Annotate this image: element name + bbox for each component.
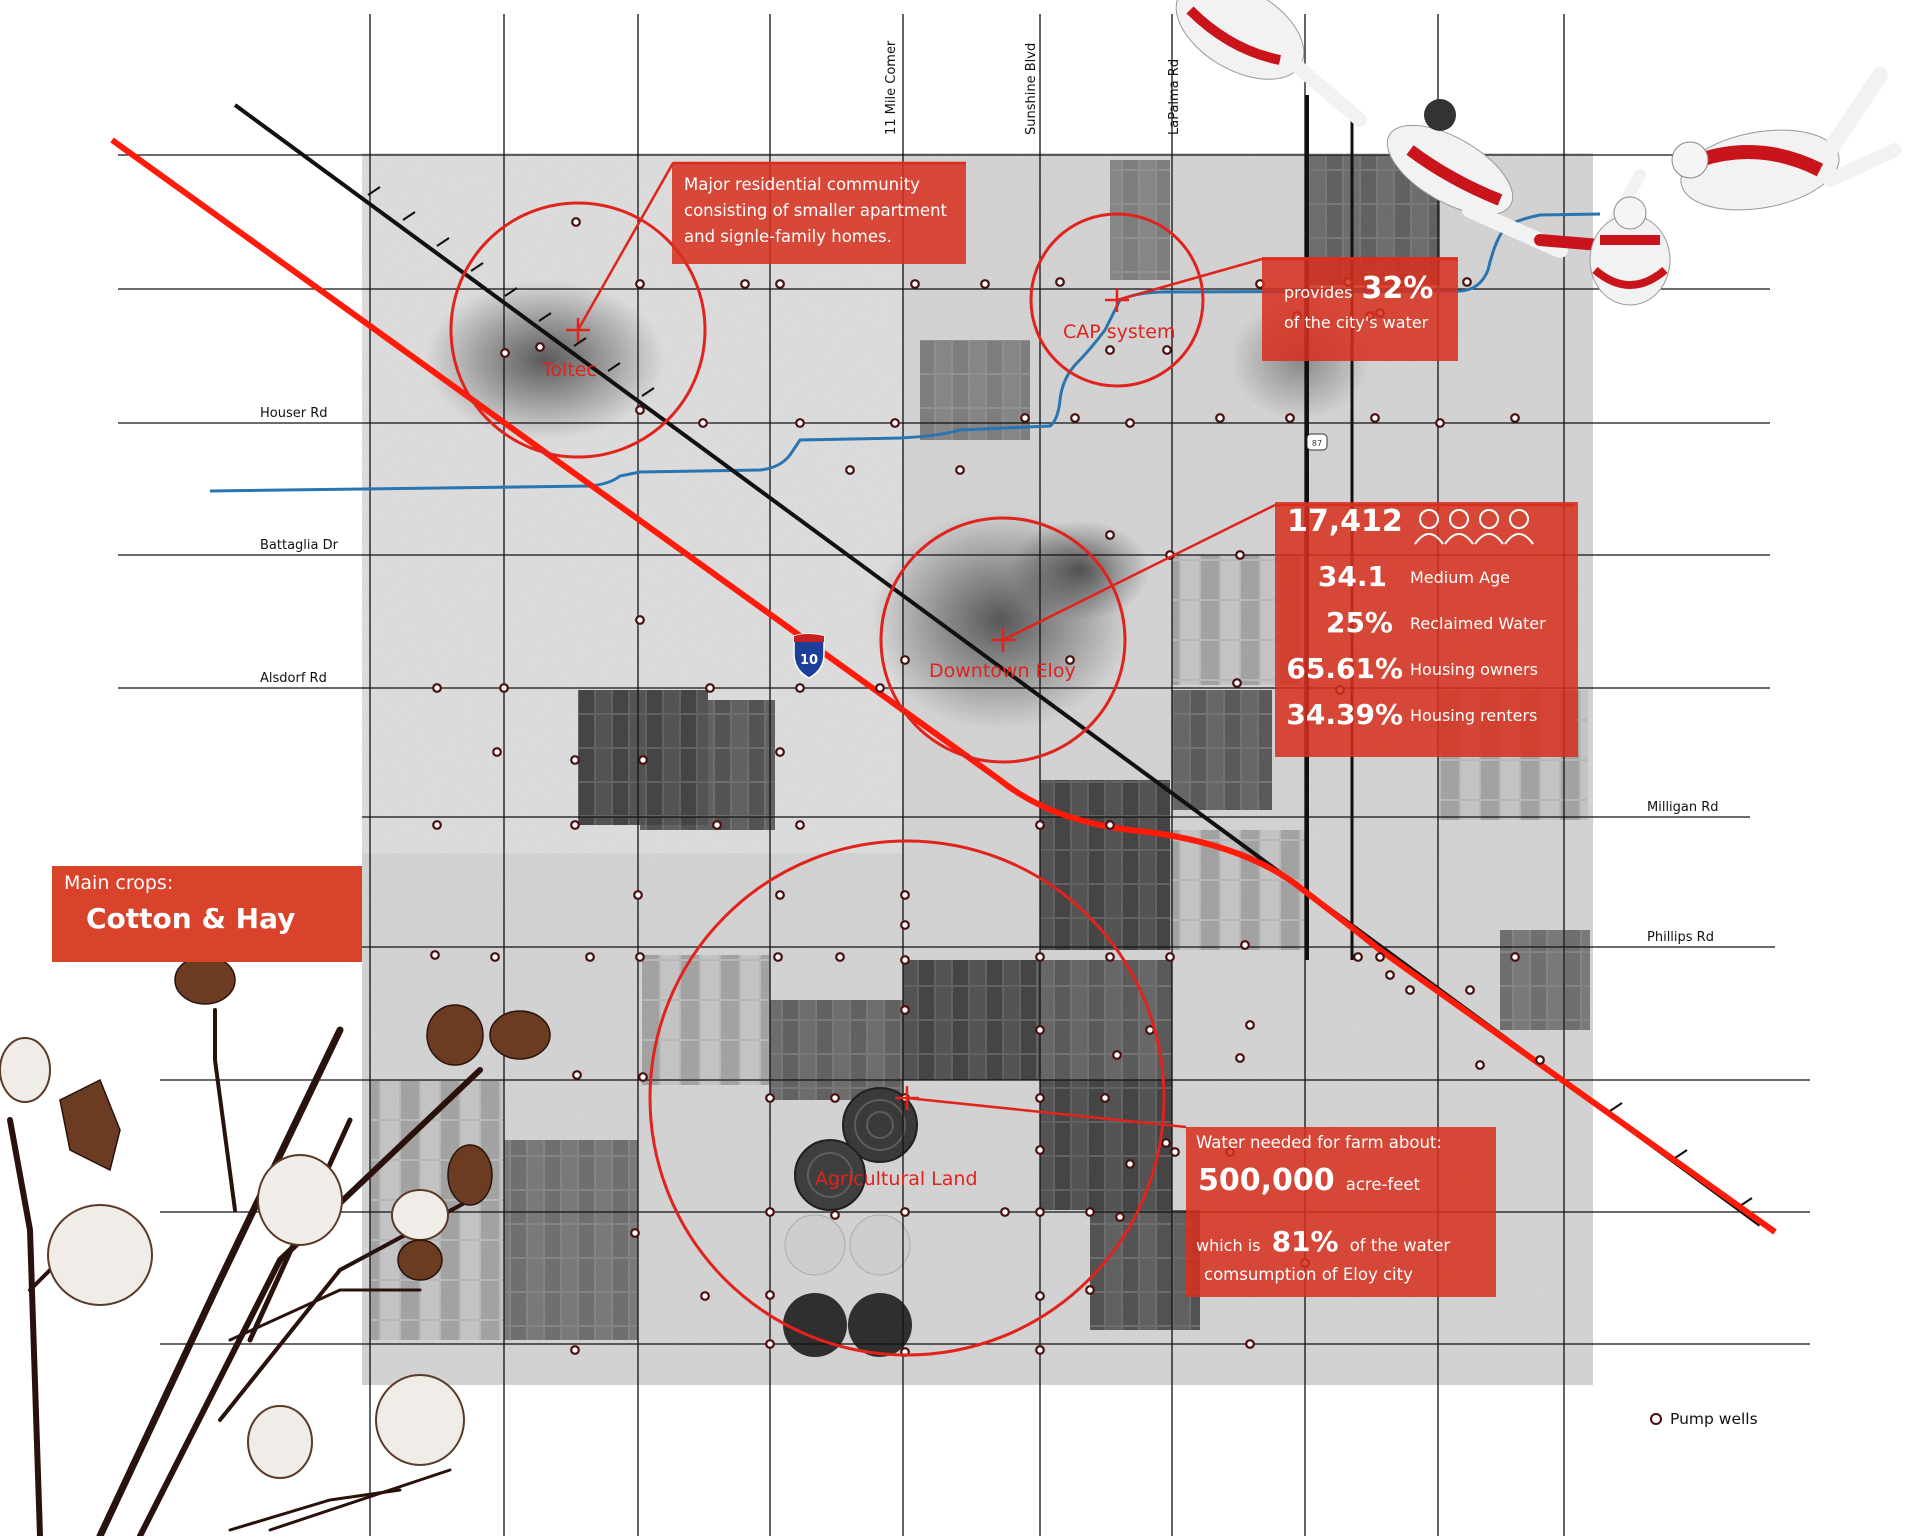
median-age-label: Medium Age xyxy=(1410,568,1511,587)
zone-label-cap: CAP system xyxy=(1063,321,1175,343)
housing-owners-value: 65.61% xyxy=(1286,652,1403,685)
residential-line-1: Major residential community xyxy=(684,175,920,194)
residential-info-panel: Major residential community consisting o… xyxy=(672,162,966,264)
zone-label-toltec: Toltec xyxy=(541,359,597,381)
cap-canal xyxy=(209,212,1601,493)
zone-labels: Toltec CAP system Downtown Eloy Agricult… xyxy=(541,321,1175,1190)
agricultural-circle xyxy=(648,839,1166,1357)
legend-label: Pump wells xyxy=(1670,1410,1758,1428)
zone-circles xyxy=(449,201,1205,1357)
city-stats-panel: 17,412 34.1 Medium Age 25% Reclaimed Wat… xyxy=(1275,502,1578,757)
i10-label: 10 xyxy=(800,653,818,668)
map-legend: Pump wells xyxy=(1650,1410,1758,1428)
farm-tail-2: comsumption of Eloy city xyxy=(1204,1265,1413,1284)
main-crops-title: Main crops: xyxy=(64,872,174,894)
zone-label-agricultural: Agricultural Land xyxy=(815,1168,978,1190)
road-grid xyxy=(118,14,1810,1536)
cap-suffix: of the city's water xyxy=(1284,313,1429,332)
farm-water-panel: Water needed for farm about: 500,000 acr… xyxy=(1186,1127,1496,1297)
farm-tail-1: of the water xyxy=(1349,1236,1451,1255)
farm-amount: 500,000 xyxy=(1198,1163,1335,1198)
farm-percent: 81% xyxy=(1271,1225,1339,1258)
main-crops-panel: Main crops: Cotton & Hay xyxy=(52,866,362,962)
housing-owners-label: Housing owners xyxy=(1410,660,1538,679)
cap-percent: 32% xyxy=(1361,271,1434,306)
median-age-value: 34.1 xyxy=(1317,560,1387,593)
road-label-11-mile-comer: 11 Mile Comer xyxy=(884,40,899,135)
residential-line-2: consisting of smaller apartment xyxy=(684,201,948,220)
housing-renters-label: Housing renters xyxy=(1410,706,1538,725)
people-icon xyxy=(1414,509,1534,545)
road-label-milligan: Milligan Rd xyxy=(1647,800,1719,815)
road-label-houser: Houser Rd xyxy=(260,406,328,421)
farm-which-is: which is xyxy=(1196,1236,1261,1255)
route-87-label: 87 xyxy=(1312,439,1322,448)
road-label-alsdorf: Alsdorf Rd xyxy=(260,671,327,686)
farm-heading: Water needed for farm about: xyxy=(1196,1133,1442,1152)
road-label-phillips: Phillips Rd xyxy=(1647,930,1714,945)
farm-unit: acre-feet xyxy=(1345,1175,1421,1194)
zone-label-downtown-eloy: Downtown Eloy xyxy=(929,660,1076,682)
cotton-plant-illustration xyxy=(0,955,551,1536)
road-label-lapalma: LaPalma Rd xyxy=(1167,59,1182,135)
skydivers-illustration xyxy=(1175,0,1902,306)
main-crops-value: Cotton & Hay xyxy=(86,902,296,935)
i10-shield-icon: 10 xyxy=(793,633,825,679)
reclaimed-water-label: Reclaimed Water xyxy=(1410,614,1546,633)
toltec-circle xyxy=(449,201,707,459)
cap-water-panel: provides 32% of the city's water xyxy=(1262,257,1458,361)
reclaimed-water-value: 25% xyxy=(1325,606,1393,639)
pump-well-icon xyxy=(1650,1413,1662,1425)
road-label-sunshine: Sunshine Blvd xyxy=(1024,43,1039,135)
residential-line-3: and signle-family homes. xyxy=(684,227,892,246)
housing-renters-value: 34.39% xyxy=(1286,698,1403,731)
interstate-10 xyxy=(110,137,1777,1235)
road-labels: Houser Rd Battaglia Dr Alsdorf Rd Millig… xyxy=(260,40,1719,945)
cap-prefix: provides xyxy=(1284,283,1353,302)
cap-circle xyxy=(1029,212,1205,388)
road-label-battaglia: Battaglia Dr xyxy=(260,538,339,553)
downtown-eloy-circle xyxy=(879,516,1127,764)
population-value: 17,412 xyxy=(1287,504,1403,539)
